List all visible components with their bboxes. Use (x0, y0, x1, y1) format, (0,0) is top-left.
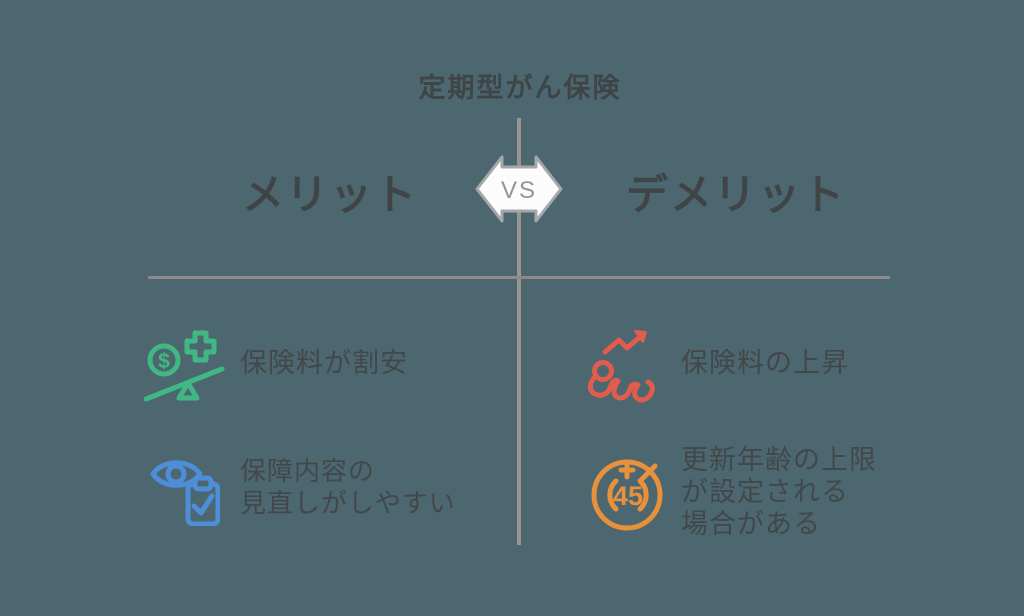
page-title: 定期型がん保険 (418, 73, 622, 103)
demerit-item (583, 328, 661, 410)
rising-zigzag-arrow-icon (587, 330, 655, 403)
dollar-glyph: $ (158, 350, 170, 373)
merit-item: $ (144, 328, 232, 406)
merit-item-label: 保障内容の 見直しがしやすい (240, 456, 456, 518)
vertical-divider (517, 118, 521, 545)
merit-heading: メリット (241, 171, 419, 218)
age-limit-45-dial-icon: 45 (591, 459, 663, 531)
vs-double-arrow-icon: VS (475, 155, 563, 223)
eye-clipboard-check-icon (150, 460, 220, 526)
horizontal-divider (148, 276, 890, 279)
demerit-item: 45 (586, 451, 671, 536)
vs-badge: VS (474, 154, 564, 224)
age-45-glyph: 45 (613, 481, 643, 511)
vs-label: VS (501, 177, 537, 204)
demerit-item-label: 保険料の上昇 (681, 348, 849, 378)
merit-item-label: 保険料が割安 (240, 348, 408, 378)
demerit-heading: デメリット (625, 171, 847, 218)
merit-item (148, 452, 220, 526)
balance-dollar-cross-icon: $ (144, 330, 225, 402)
demerit-item-label: 更新年齢の上限 が設定される 場合がある (681, 445, 877, 539)
